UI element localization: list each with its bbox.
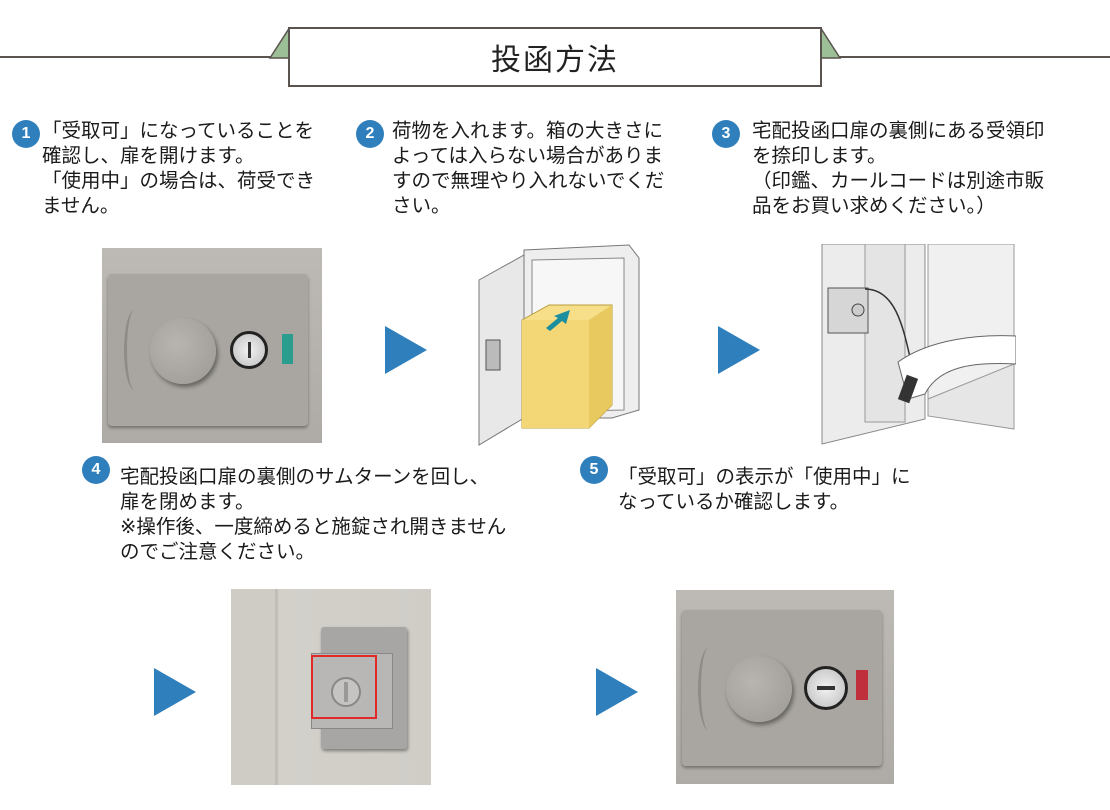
step-number-badge: 5 [580,456,608,484]
step-number-badge: 2 [356,120,384,148]
step-description: 宅配投函口扉の裏側のサムターンを回し、 扉を閉めます。 ※操作後、一度締めると施… [120,465,507,563]
step-number-badge: 1 [12,120,40,148]
knob [150,318,216,384]
page-title: 投函方法 [288,27,822,87]
next-arrow-icon [385,326,427,374]
status-indicator-in-use [856,670,868,700]
key-cylinder [230,331,268,369]
knob [726,656,792,722]
step-description: 荷物を入れます。箱の大きさに よっては入らない場合がありま すので無理やり入れな… [392,119,665,217]
step-description: 「受取可」になっていることを 確認し、扉を開けます。 「使用中」の場合は、荷受で… [42,119,316,217]
next-arrow-icon [596,668,638,716]
header-line-right [820,56,1110,58]
status-indicator-available [282,334,293,364]
turn-arrow-icon [124,310,145,390]
thumb-turn-lock-image [231,589,431,785]
stamp-on-door-back-image [820,244,1016,446]
step-description: 「受取可」の表示が「使用中」に なっているか確認します。 [618,465,911,513]
key-cylinder [804,666,848,710]
next-arrow-icon [154,668,196,716]
lock-panel-in-use-image [676,590,894,784]
step-number-badge: 4 [82,456,110,484]
step-description: 宅配投函口扉の裏側にある受領印 を捺印します。 （印鑑、カールコードは別途市販 … [752,119,1045,217]
box-into-locker-image [478,244,640,446]
highlight-box [311,655,377,719]
step-number-badge: 3 [712,120,740,148]
turn-arrow-icon [698,648,719,730]
next-arrow-icon [718,326,760,374]
thumb-turn [331,677,361,707]
header-line-left [0,56,290,58]
lock-panel-available-image [102,248,322,443]
